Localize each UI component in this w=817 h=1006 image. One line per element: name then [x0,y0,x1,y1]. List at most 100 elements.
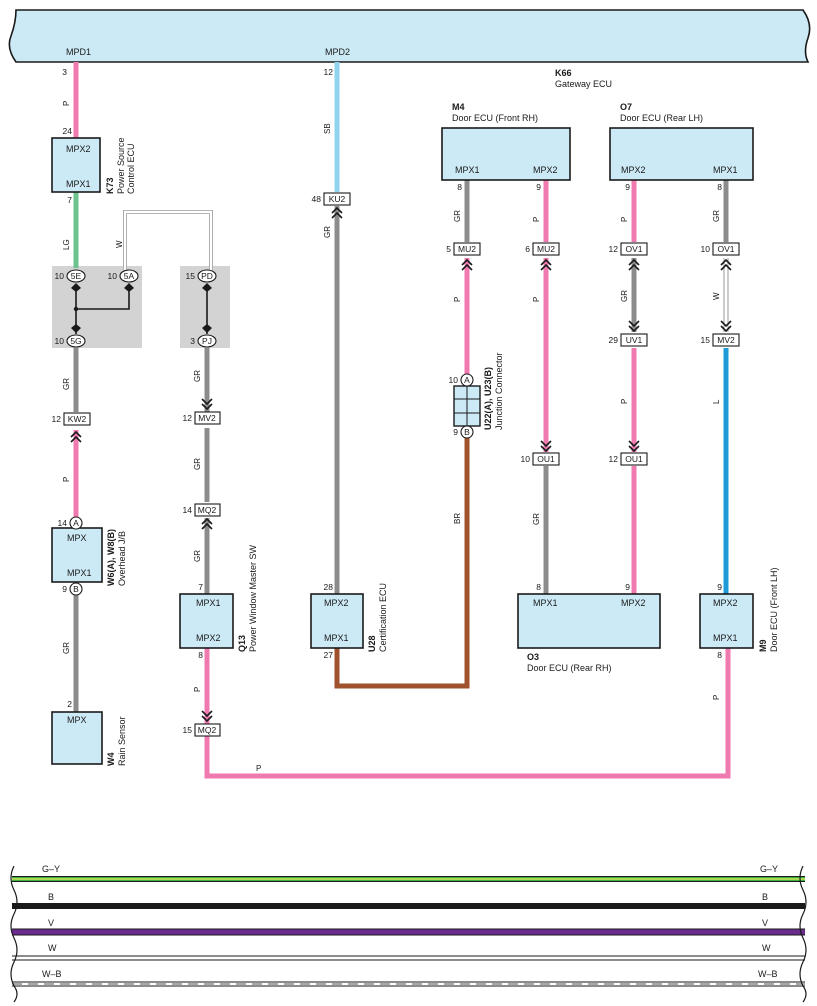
w6-ecu-box [51,527,103,583]
m4-ecu-box [441,127,571,181]
svg-text:48: 48 [312,194,322,204]
o3-pin-l: MPX1 [533,598,558,608]
w6-code: W6(A), W8(B) [106,529,116,586]
svg-text:12: 12 [609,244,619,254]
svg-text:10: 10 [55,336,65,346]
svg-text:5: 5 [446,244,451,254]
svg-text:8: 8 [717,182,722,192]
w6-pin-bot: MPX1 [67,568,92,578]
svg-text:12: 12 [609,454,619,464]
svg-text:10: 10 [521,454,531,464]
svg-text:P: P [62,101,71,106]
u28-pin-bot: MPX1 [324,633,349,643]
gateway-ecu-block [8,9,811,63]
svg-text:SB: SB [323,123,332,134]
wire-brown-loop [334,437,470,689]
svg-text:6: 6 [525,244,530,254]
svg-text:LG: LG [62,239,71,250]
q13-code: Q13 [237,635,247,652]
svg-text:W: W [712,292,721,300]
conn-5e: 5E [71,271,82,281]
svg-text:9: 9 [625,182,630,192]
circle-connectors: 5E 5A PD 5G PJ A B A B [66,269,474,596]
svg-text:27: 27 [324,650,334,660]
w4-pin: MPX [67,715,87,725]
o3-ecu-box [517,593,661,649]
q13-pin-bot: MPX2 [196,633,221,643]
svg-text:GR: GR [323,226,332,238]
svg-text:8: 8 [536,582,541,592]
m4-pin-l: MPX1 [455,165,480,175]
k73-name-line1: Power Source [116,137,126,194]
svg-text:GR: GR [62,642,71,654]
svg-text:8: 8 [717,650,722,660]
legend-b-left: B [48,892,54,902]
svg-text:10: 10 [449,375,459,385]
chevron-marks [70,206,732,723]
svg-text:P: P [453,297,462,302]
conn-a-w6: A [73,518,79,528]
k73-pin-top: MPX2 [66,144,91,154]
conn-ou1-left: OU1 [537,454,555,464]
conn-ou1-right: OU1 [625,454,643,464]
svg-text:14: 14 [183,505,193,515]
svg-text:14: 14 [58,518,68,528]
conn-ov1-left: OV1 [625,244,642,254]
svg-text:P: P [620,399,629,404]
svg-text:10: 10 [701,244,711,254]
svg-text:GR: GR [62,378,71,390]
conn-mu2-right: MU2 [537,244,555,254]
w4-ecu-box [51,711,103,765]
legend-gy-right: G–Y [760,864,778,874]
conn-pd: PD [201,271,213,281]
gateway-pin-mpd1: MPD1 [66,47,91,57]
legend-w-right: W [762,943,771,953]
conn-mu2-left: MU2 [458,244,476,254]
q13-name: Power Window Master SW [248,544,258,652]
o7-code: O7 [620,102,632,112]
svg-text:15: 15 [186,271,196,281]
k73-ecu-box [51,137,101,193]
u28-pin-top: MPX2 [324,598,349,608]
svg-text:9: 9 [625,582,630,592]
w4-code: W4 [106,753,116,767]
svg-text:9: 9 [536,182,541,192]
svg-text:P: P [62,477,71,482]
svg-text:24: 24 [63,126,73,136]
svg-text:P: P [532,217,541,222]
svg-text:28: 28 [324,582,334,592]
svg-text:W: W [115,240,124,248]
m4-name: Door ECU (Front RH) [452,113,538,123]
m4-pin-r: MPX2 [533,165,558,175]
u22-junction-connector [453,385,481,427]
svg-text:10: 10 [108,271,118,281]
rect-connectors: KW2 MV2 MQ2 MQ2 KU2 MU2 MU2 OV1 OV1 UV1 … [63,192,740,737]
legend-wb-left: W–B [42,969,62,979]
gateway-code: K66 [555,68,572,78]
w4-name: Rain Sensor [117,716,127,766]
legend-v-right: V [762,918,768,928]
svg-text:12: 12 [52,414,62,424]
svg-text:GR: GR [453,210,462,222]
o7-ecu-box [609,127,754,181]
conn-mq2-upper: MQ2 [198,505,217,515]
conn-5a: 5A [124,271,135,281]
svg-text:GR: GR [712,210,721,222]
m4-code: M4 [452,102,465,112]
svg-text:7: 7 [67,195,72,205]
svg-text:9: 9 [717,582,722,592]
svg-text:9: 9 [62,584,67,594]
svg-text:15: 15 [183,725,193,735]
o3-pin-r: MPX2 [621,598,646,608]
svg-text:29: 29 [609,335,619,345]
svg-text:7: 7 [198,582,203,592]
svg-text:GR: GR [193,550,202,562]
svg-text:GR: GR [193,458,202,470]
svg-text:12: 12 [324,67,334,77]
u22-code: U22(A), U23(B) [483,367,493,430]
u22-name: Junction Connector [494,352,504,430]
m9-pin-bot: MPX1 [713,633,738,643]
pin-numbers: 3 24 7 10 10 15 10 3 12 12 14 14 9 2 7 8… [52,67,723,735]
o7-name: Door ECU (Rear LH) [620,113,703,123]
